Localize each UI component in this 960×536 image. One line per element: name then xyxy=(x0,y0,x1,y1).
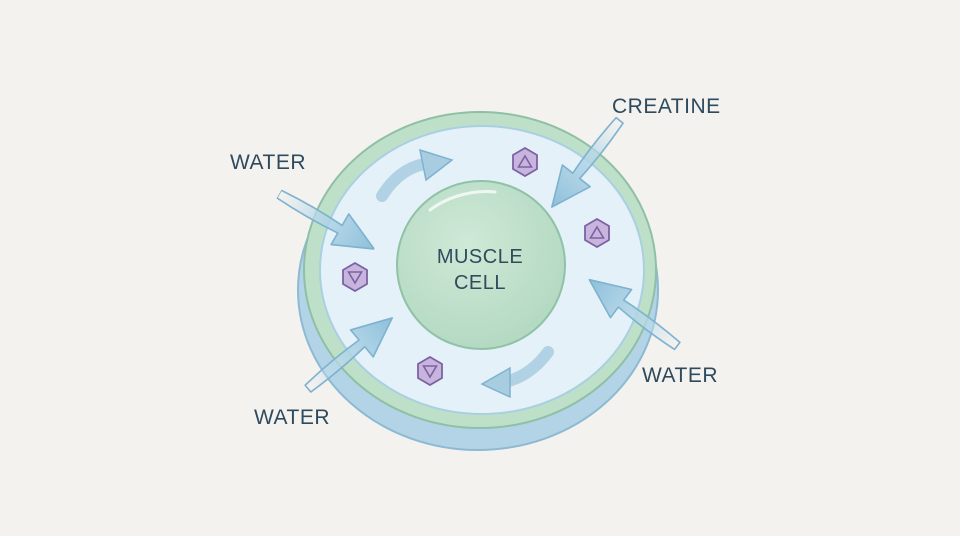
creatine-molecule-icon xyxy=(342,262,368,292)
creatine-molecule-icon xyxy=(584,218,610,248)
label-water-top-left: WATER xyxy=(230,151,306,174)
nucleus-highlight xyxy=(428,190,497,212)
nucleus-label: MUSCLE CELL xyxy=(400,244,560,296)
nucleus-label-line2: CELL xyxy=(453,272,507,294)
label-water-bottom-right: WATER xyxy=(642,364,718,387)
nucleus xyxy=(396,180,566,350)
creatine-molecule-icon xyxy=(512,147,538,177)
creatine-molecule-icon xyxy=(417,356,443,386)
internal-flow-arrow-bottom xyxy=(480,346,554,399)
nucleus-label-line1: MUSCLE xyxy=(436,246,524,268)
label-creatine: CREATINE xyxy=(612,95,721,118)
label-water-bottom-left: WATER xyxy=(254,406,330,429)
internal-flow-arrow-top xyxy=(376,148,454,202)
